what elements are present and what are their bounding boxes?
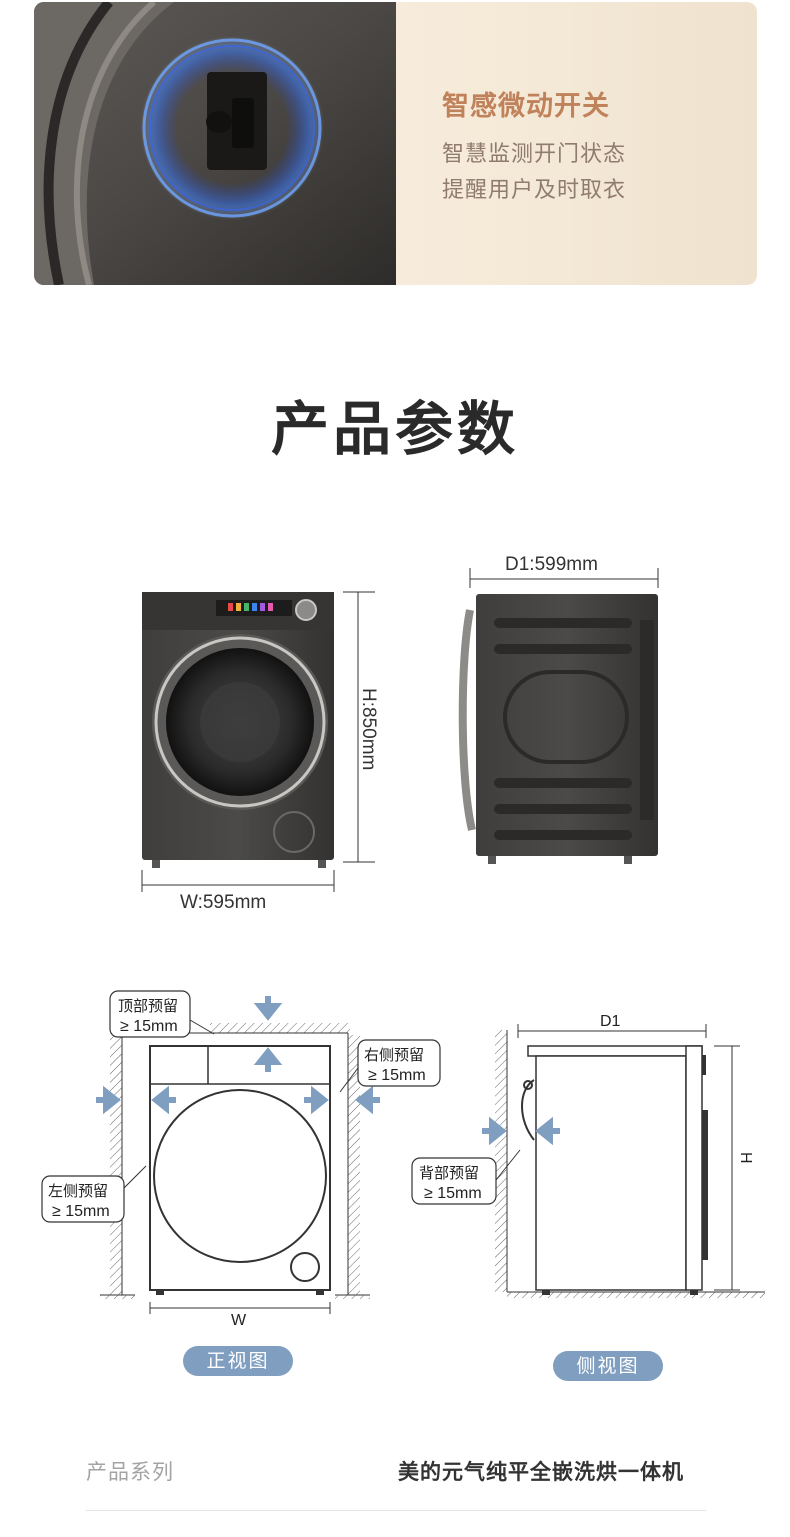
left-clearance-line1: 左侧预留 <box>48 1182 108 1200</box>
depth-label: D1:599mm <box>505 554 598 575</box>
side-washer-image <box>458 594 658 864</box>
dimension-illustration: H:850mm W:595mm D1:599mm <box>141 554 659 913</box>
side-depth-label: D1 <box>600 1013 621 1030</box>
side-view-label: 侧视图 <box>553 1351 663 1381</box>
front-view: 顶部预留 ≥ 15mm 右侧预留 ≥ 15mm 左侧预留 ≥ 15mm W <box>41 990 441 1329</box>
right-clearance-line2: ≥ 15mm <box>368 1067 426 1084</box>
width-label: W:595mm <box>180 892 266 913</box>
param-value: 美的元气纯平全嵌洗烘一体机 <box>398 1460 684 1484</box>
left-clearance-line2: ≥ 15mm <box>52 1203 110 1220</box>
back-clearance-line1: 背部预留 <box>419 1164 479 1182</box>
right-clearance-line1: 右侧预留 <box>364 1046 424 1064</box>
feature-title: 智感微动开关 <box>442 91 610 122</box>
param-key: 产品系列 <box>86 1460 174 1484</box>
micro-switch-photo <box>34 2 396 285</box>
side-height-label: H <box>737 1152 754 1164</box>
front-width-label: W <box>231 1312 247 1329</box>
param-row-series: 产品系列 美的元气纯平全嵌洗烘一体机 <box>86 1450 706 1511</box>
feature-desc-line-2: 提醒用户及时取衣 <box>442 178 627 203</box>
front-view-label: 正视图 <box>183 1346 293 1376</box>
installation-diagram: 顶部预留 ≥ 15mm 右侧预留 ≥ 15mm 左侧预留 ≥ 15mm W <box>41 990 765 1329</box>
section-title: 产品参数 <box>270 395 519 463</box>
top-clearance-line2: ≥ 15mm <box>120 1018 178 1035</box>
feature-card: 智感微动开关 智慧监测开门状态 提醒用户及时取衣 <box>34 2 757 285</box>
feature-desc-line-1: 智慧监测开门状态 <box>442 142 627 167</box>
height-label: H:850mm <box>358 688 379 770</box>
side-view: D1 H 背部预留 ≥ 15mm <box>411 1013 765 1298</box>
back-clearance-line2: ≥ 15mm <box>424 1185 482 1202</box>
top-clearance-line1: 顶部预留 <box>118 997 178 1015</box>
front-washer-image <box>142 592 334 868</box>
